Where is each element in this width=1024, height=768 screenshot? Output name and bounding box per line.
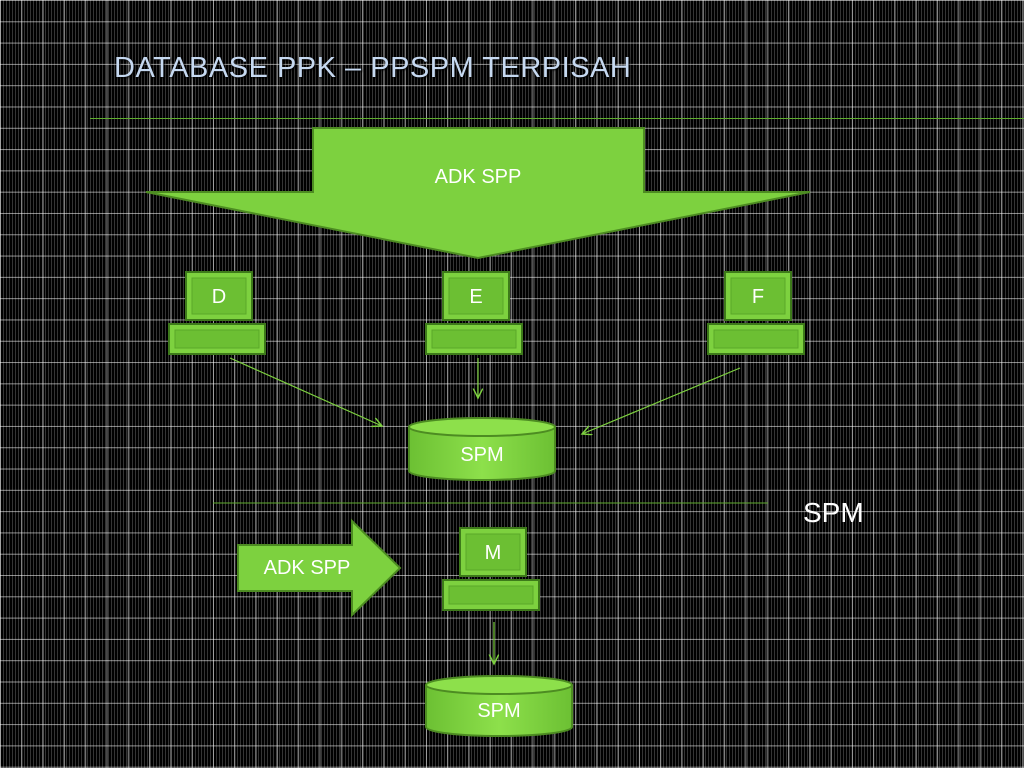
connector-d-spm bbox=[229, 357, 382, 426]
database-spm-top bbox=[408, 417, 556, 481]
workstation-e-label: E bbox=[469, 286, 483, 308]
workstation-m bbox=[442, 527, 540, 611]
connector-f-spm bbox=[582, 367, 741, 434]
workstation-m-label: M bbox=[484, 542, 502, 564]
workstation-d bbox=[168, 271, 266, 355]
database-spm-bottom bbox=[425, 675, 573, 737]
database-spm-top-label: SPM bbox=[460, 444, 504, 466]
database-spm-bottom-label: SPM bbox=[477, 700, 521, 722]
workstation-f bbox=[707, 271, 805, 355]
workstation-f-label: F bbox=[751, 286, 765, 308]
top-down-arrow bbox=[145, 127, 811, 260]
side-right-arrow bbox=[237, 518, 402, 618]
title-divider bbox=[90, 118, 1024, 119]
side-arrow-label: ADK SPP bbox=[263, 557, 351, 579]
workstation-d-label: D bbox=[211, 286, 227, 308]
section-label: SPM bbox=[803, 497, 864, 528]
top-arrow-label: ADK SPP bbox=[434, 166, 522, 188]
workstation-e bbox=[425, 271, 523, 355]
page-title: DATABASE PPK – PPSPM TERPISAH bbox=[114, 52, 632, 84]
